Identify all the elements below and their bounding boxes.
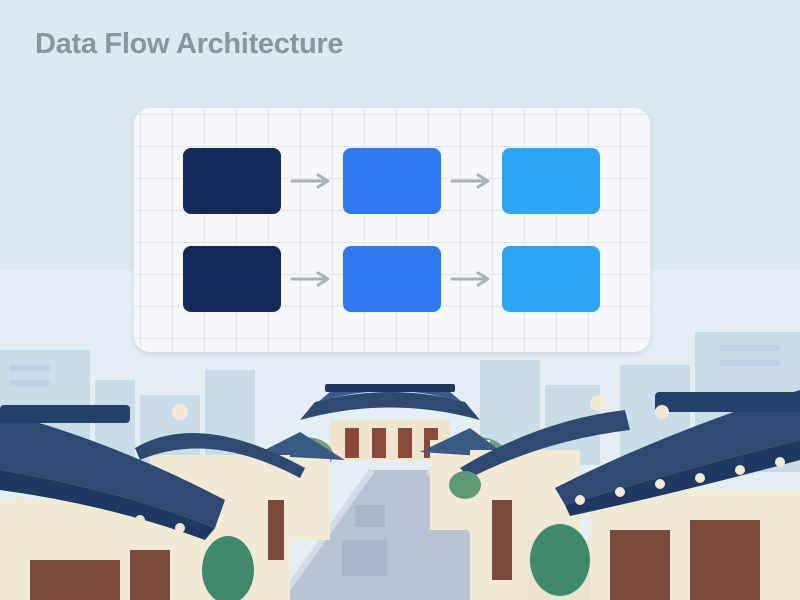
processing-block-2 xyxy=(343,246,441,312)
output-block-1 xyxy=(502,148,600,214)
processing-block-1 xyxy=(343,148,441,214)
right-arrow-icon xyxy=(290,173,330,189)
data-flow-diagram xyxy=(134,108,650,352)
village-road xyxy=(280,470,520,600)
right-arrow-icon xyxy=(450,173,490,189)
left-hanok-houses xyxy=(0,404,345,600)
right-arrow-icon xyxy=(450,271,490,287)
right-arrow-icon xyxy=(290,271,330,287)
data-source-block-2 xyxy=(183,246,281,312)
output-block-2 xyxy=(502,246,600,312)
data-source-block-1 xyxy=(183,148,281,214)
page-title: Data Flow Architecture xyxy=(35,28,344,60)
right-hanok-houses xyxy=(420,390,800,600)
